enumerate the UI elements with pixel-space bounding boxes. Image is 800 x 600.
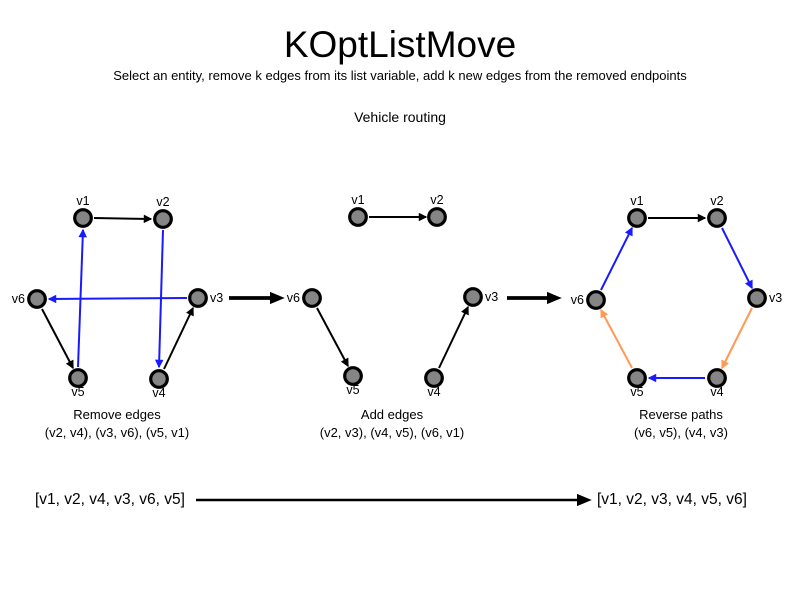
subtitle: Select an entity, remove k edges from it… (113, 68, 687, 83)
node-v1 (627, 208, 647, 228)
node-label-v3: v3 (769, 291, 782, 305)
caption-reverse-paths: Reverse paths (v6, v5), (v4, v3) (531, 406, 800, 442)
node-label-v6: v6 (287, 291, 300, 305)
edge-v6-v5 (316, 307, 349, 368)
node-v6 (27, 289, 47, 309)
node-v2 (153, 209, 173, 229)
edge-v6-v1 (600, 226, 633, 291)
node-v6 (586, 290, 606, 310)
node-label-v3: v3 (485, 290, 498, 304)
node-v4 (707, 368, 727, 388)
node-v5 (343, 366, 363, 386)
list-after: [v1, v2, v3, v4, v5, v6] (597, 491, 747, 508)
node-label-v5: v5 (346, 383, 359, 397)
node-label-v5: v5 (630, 385, 643, 399)
node-v3 (747, 288, 767, 308)
node-v4 (149, 369, 169, 389)
edge-v1-v2 (93, 214, 153, 224)
node-v1 (73, 208, 93, 228)
context-label: Vehicle routing (354, 109, 446, 125)
node-v3 (188, 288, 208, 308)
node-v2 (707, 208, 727, 228)
list-before: [v1, v2, v4, v3, v6, v5] (35, 491, 185, 508)
node-label-v6: v6 (571, 293, 584, 307)
node-label-v2: v2 (710, 194, 723, 208)
node-label-v3: v3 (210, 291, 223, 305)
node-v4 (424, 368, 444, 388)
edge-v5-v6 (600, 308, 633, 369)
node-label-v2: v2 (156, 195, 169, 209)
page-title: KOptListMove (283, 24, 517, 65)
edge-v6-v5 (41, 308, 74, 370)
node-label-v5: v5 (71, 385, 84, 399)
caption-remove-edges: Remove edges (v2, v4), (v3, v6), (v5, v1… (0, 406, 267, 442)
node-v5 (627, 368, 647, 388)
edge-v3-v6 (47, 294, 188, 304)
graph-reverse-paths: v1 v2 v3 v4 v5 v6 (571, 194, 782, 399)
edge-v5-v1 (77, 228, 87, 368)
node-label-v1: v1 (351, 193, 364, 207)
node-v2 (427, 207, 447, 227)
node-label-v1: v1 (76, 194, 89, 208)
graph-add-edges: v1 v2 v3 v4 v5 v6 (287, 193, 498, 399)
node-v3 (463, 287, 483, 307)
node-v6 (302, 288, 322, 308)
node-label-v4: v4 (427, 385, 440, 399)
edge-v2-v3 (721, 227, 753, 290)
node-label-v6: v6 (12, 292, 25, 306)
node-label-v1: v1 (630, 194, 643, 208)
caption-add-edges: Add edges (v2, v3), (v4, v5), (v6, v1) (242, 406, 542, 442)
caption-remove-edges-list: (v2, v4), (v3, v6), (v5, v1) (44, 425, 190, 440)
node-v5 (68, 368, 88, 388)
caption-add-edges-title: Add edges (360, 407, 424, 422)
graph-remove-edges: v1 v2 v3 v4 v5 v6 (12, 194, 223, 400)
caption-reverse-paths-title: Reverse paths (639, 407, 723, 422)
caption-add-edges-list: (v2, v3), (v4, v5), (v6, v1) (319, 425, 465, 440)
node-label-v4: v4 (710, 385, 723, 399)
node-v1 (348, 207, 368, 227)
caption-reverse-paths-list: (v6, v5), (v4, v3) (634, 425, 728, 440)
edge-v4-v3 (438, 305, 469, 369)
caption-remove-edges-title: Remove edges (73, 407, 161, 422)
edge-v4-v3 (163, 306, 194, 370)
node-label-v2: v2 (430, 193, 443, 207)
node-label-v4: v4 (152, 386, 165, 400)
edge-v3-v4 (721, 307, 753, 370)
